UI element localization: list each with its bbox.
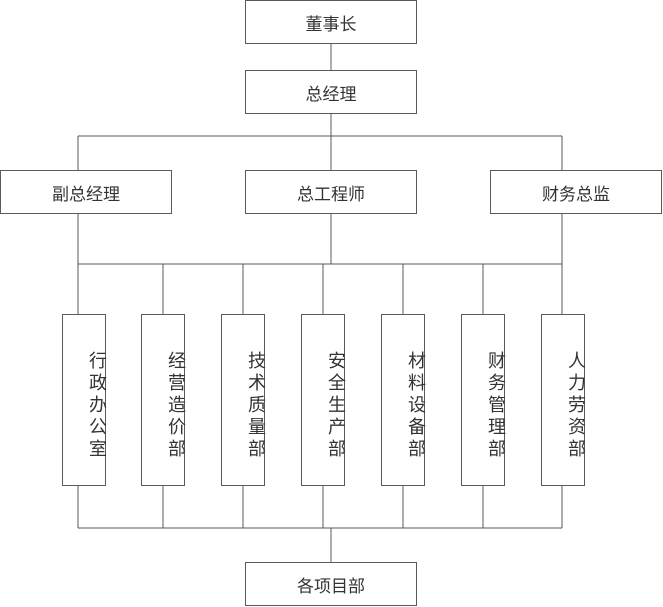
project-departments-label: 各项目部 — [297, 576, 365, 597]
dept-label: 安全生产部 — [325, 351, 346, 461]
dept-label: 财务管理部 — [485, 351, 506, 461]
dept-safety-production: 安全生产部 — [301, 314, 346, 486]
chairman-label: 董事长 — [305, 14, 357, 35]
dept-materials-equipment: 材料设备部 — [381, 314, 426, 486]
dept-label: 行政办公室 — [86, 351, 107, 461]
chairman-box: 董事长 — [245, 0, 417, 44]
deputy-gm-box: 副总经理 — [0, 170, 172, 214]
dept-admin-office: 行政办公室 — [62, 314, 107, 486]
dept-label: 材料设备部 — [405, 351, 426, 461]
dept-finance: 财务管理部 — [461, 314, 506, 486]
dept-human-resources: 人力劳资部 — [541, 314, 586, 486]
dept-label: 经营造价部 — [165, 351, 186, 461]
dept-business-costing: 经营造价部 — [141, 314, 186, 486]
dept-technical-quality: 技术质量部 — [221, 314, 266, 486]
dept-label: 技术质量部 — [245, 351, 266, 461]
general-manager-box: 总经理 — [245, 70, 417, 114]
cfo-label: 财务总监 — [542, 184, 610, 205]
deputy-gm-label: 副总经理 — [52, 184, 120, 205]
chief-engineer-box: 总工程师 — [245, 170, 417, 214]
project-departments-box: 各项目部 — [245, 562, 417, 606]
dept-label: 人力劳资部 — [565, 351, 586, 461]
general-manager-label: 总经理 — [305, 84, 357, 105]
cfo-box: 财务总监 — [490, 170, 662, 214]
chief-engineer-label: 总工程师 — [297, 184, 365, 205]
